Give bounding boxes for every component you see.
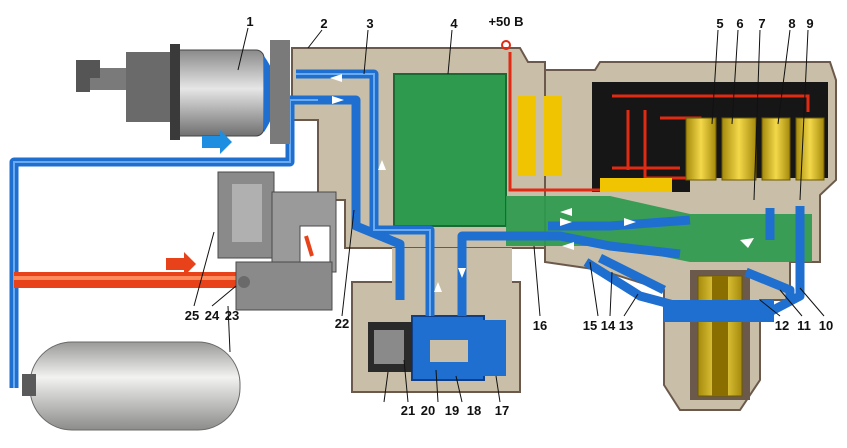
- label-3: 3: [366, 16, 373, 31]
- label-15: 15: [583, 318, 597, 333]
- label-24: 24: [205, 308, 220, 323]
- label-11: 11: [797, 318, 811, 333]
- label-2: 2: [320, 16, 327, 31]
- label-14: 14: [601, 318, 616, 333]
- green-block: [393, 73, 507, 227]
- label-10: 10: [819, 318, 833, 333]
- label-17: 17: [495, 403, 509, 418]
- housing-neck: [392, 248, 512, 284]
- terminal-icon: [501, 40, 511, 50]
- label-7: 7: [758, 16, 765, 31]
- label-6: 6: [736, 16, 743, 31]
- label-21: 21: [401, 403, 415, 418]
- flow-arrow-icon: [166, 74, 754, 292]
- label-19: 19: [445, 403, 459, 418]
- label-8: 8: [788, 16, 795, 31]
- label-18: 18: [467, 403, 481, 418]
- voltage-label: +50 В: [488, 14, 523, 29]
- label-23: 23: [225, 308, 239, 323]
- label-12: 12: [775, 318, 789, 333]
- label-22: 22: [335, 316, 349, 331]
- label-25: 25: [185, 308, 199, 323]
- label-16: 16: [533, 318, 547, 333]
- solenoid-coils: [685, 117, 825, 181]
- label-13: 13: [619, 318, 633, 333]
- label-20: 20: [421, 403, 435, 418]
- green-channel: [506, 196, 812, 262]
- pneumatic-cylinder: [76, 40, 290, 144]
- reducer-valve: [217, 171, 337, 311]
- label-4: 4: [450, 16, 458, 31]
- terminal-block: [518, 96, 672, 192]
- oil-line: [14, 272, 240, 288]
- label-9: 9: [806, 16, 813, 31]
- part-labels: 1 2 3 4 +50 В 5 6 7 8 9 10 11 12 13 14 1…: [185, 14, 833, 418]
- lower-chambers: [368, 315, 506, 381]
- label-1: 1: [246, 14, 253, 29]
- leader-lines: [193, 27, 825, 403]
- air-lines-highlight: [13, 73, 431, 388]
- label-5: 5: [716, 16, 723, 31]
- air-tank: [22, 341, 241, 431]
